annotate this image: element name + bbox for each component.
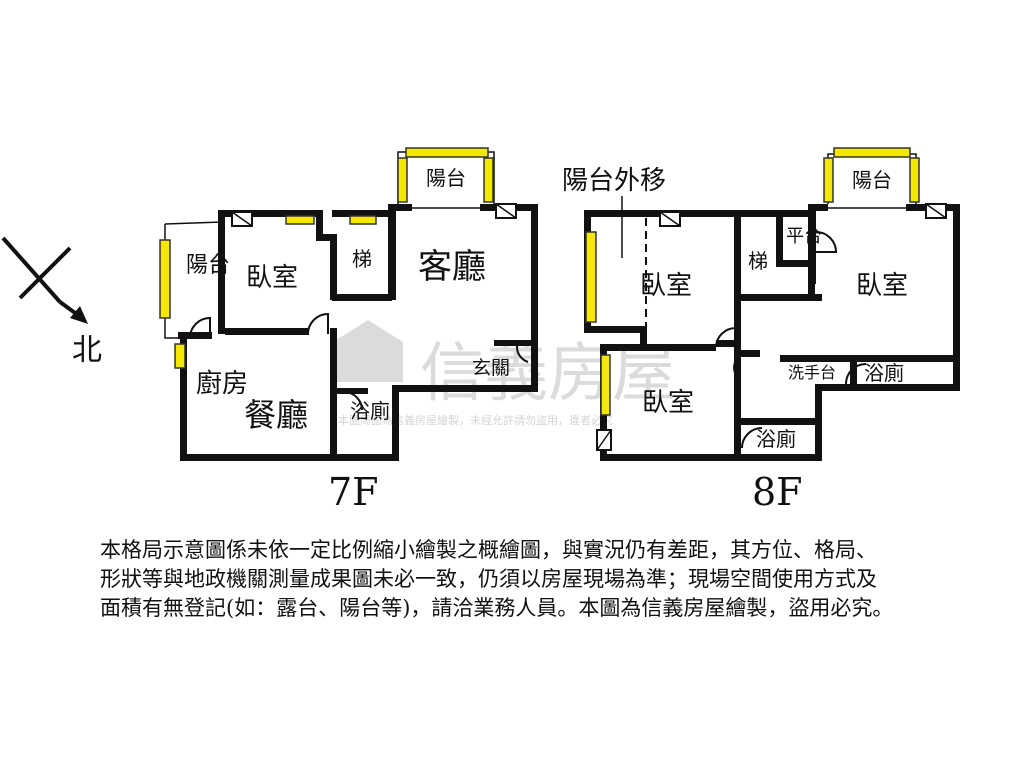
label-7f-balcony-west: 陽台 <box>186 253 230 278</box>
label-7f-dining-room: 餐廳 <box>244 396 308 434</box>
label-8f-platform: 平台 <box>786 226 822 247</box>
label-8f-balcony-top: 陽台 <box>852 168 892 192</box>
disclaimer-line-1: 本格局示意圖係未依一定比例縮小繪製之概繪圖，與實況仍有差距，其方位、格局、 <box>100 538 877 562</box>
north-label: 北 <box>72 333 102 368</box>
window-8f-west <box>585 231 597 323</box>
label-7f-bedroom: 臥室 <box>246 263 298 293</box>
label-8f-bathroom-2: 浴廁 <box>756 427 796 451</box>
window-8f-bedroom3 <box>600 354 611 416</box>
disclaimer-text: 本格局示意圖係未依一定比例縮小繪製之概繪圖，與實況仍有差距，其方位、格局、 形狀… <box>100 536 1020 623</box>
label-floor-7f: 7F <box>328 470 379 514</box>
label-7f-stairs: 梯 <box>352 247 372 271</box>
label-8f-stairs: 梯 <box>748 249 768 273</box>
label-8f-bedroom-1: 臥室 <box>640 271 692 301</box>
window-bedroom <box>285 215 315 225</box>
watermark-notice: 本圖局圖為信義房屋繪製，未經允許請勿盜用，違者必究 <box>338 413 613 427</box>
window-stairs <box>349 215 377 225</box>
north-compass: 北 <box>1 236 102 368</box>
window-kitchen <box>174 343 186 369</box>
floor-8f: 陽台外移 臥室 梯 平台 陽台 臥室 臥室 洗手台 浴廁 浴廁 8F <box>562 147 960 514</box>
watermark: 信義房屋 本圖局圖為信義房屋繪製，未經允許請勿盜用，違者必究 <box>333 320 676 427</box>
label-8f-bathroom-1: 浴廁 <box>864 361 904 385</box>
label-7f-balcony-top: 陽台 <box>426 166 466 190</box>
disclaimer-line-2: 形狀等與地政機關測量成果圖未必一致，仍須以房屋現場為準；現場空間使用方式及 <box>100 567 877 591</box>
label-7f-entrance: 玄關 <box>472 357 510 379</box>
label-7f-kitchen: 廚房 <box>196 369 248 399</box>
label-7f-living-room: 客廳 <box>418 247 486 287</box>
label-8f-bedroom-3: 臥室 <box>642 388 694 418</box>
label-8f-bedroom-2: 臥室 <box>856 271 908 301</box>
label-8f-washbasin: 洗手台 <box>788 363 836 382</box>
label-8f-balcony-moved: 陽台外移 <box>562 166 666 196</box>
label-floor-8f: 8F <box>752 470 803 514</box>
label-7f-bathroom: 浴廁 <box>350 399 390 423</box>
floor-7f: 陽台 臥室 梯 陽台 客廳 玄關 廚房 餐廳 浴廁 7F <box>159 147 538 514</box>
window-balcony-west <box>159 239 171 319</box>
floor-plan-diagram: 北 信義房屋 本圖局圖為信義房屋繪製，未經允許請勿盜用，違者必究 <box>1 147 960 514</box>
disclaimer-line-3: 面積有無登記(如：露台、陽台等)，請洽業務人員。本圖為信義房屋繪製，盜用必究。 <box>100 596 894 620</box>
